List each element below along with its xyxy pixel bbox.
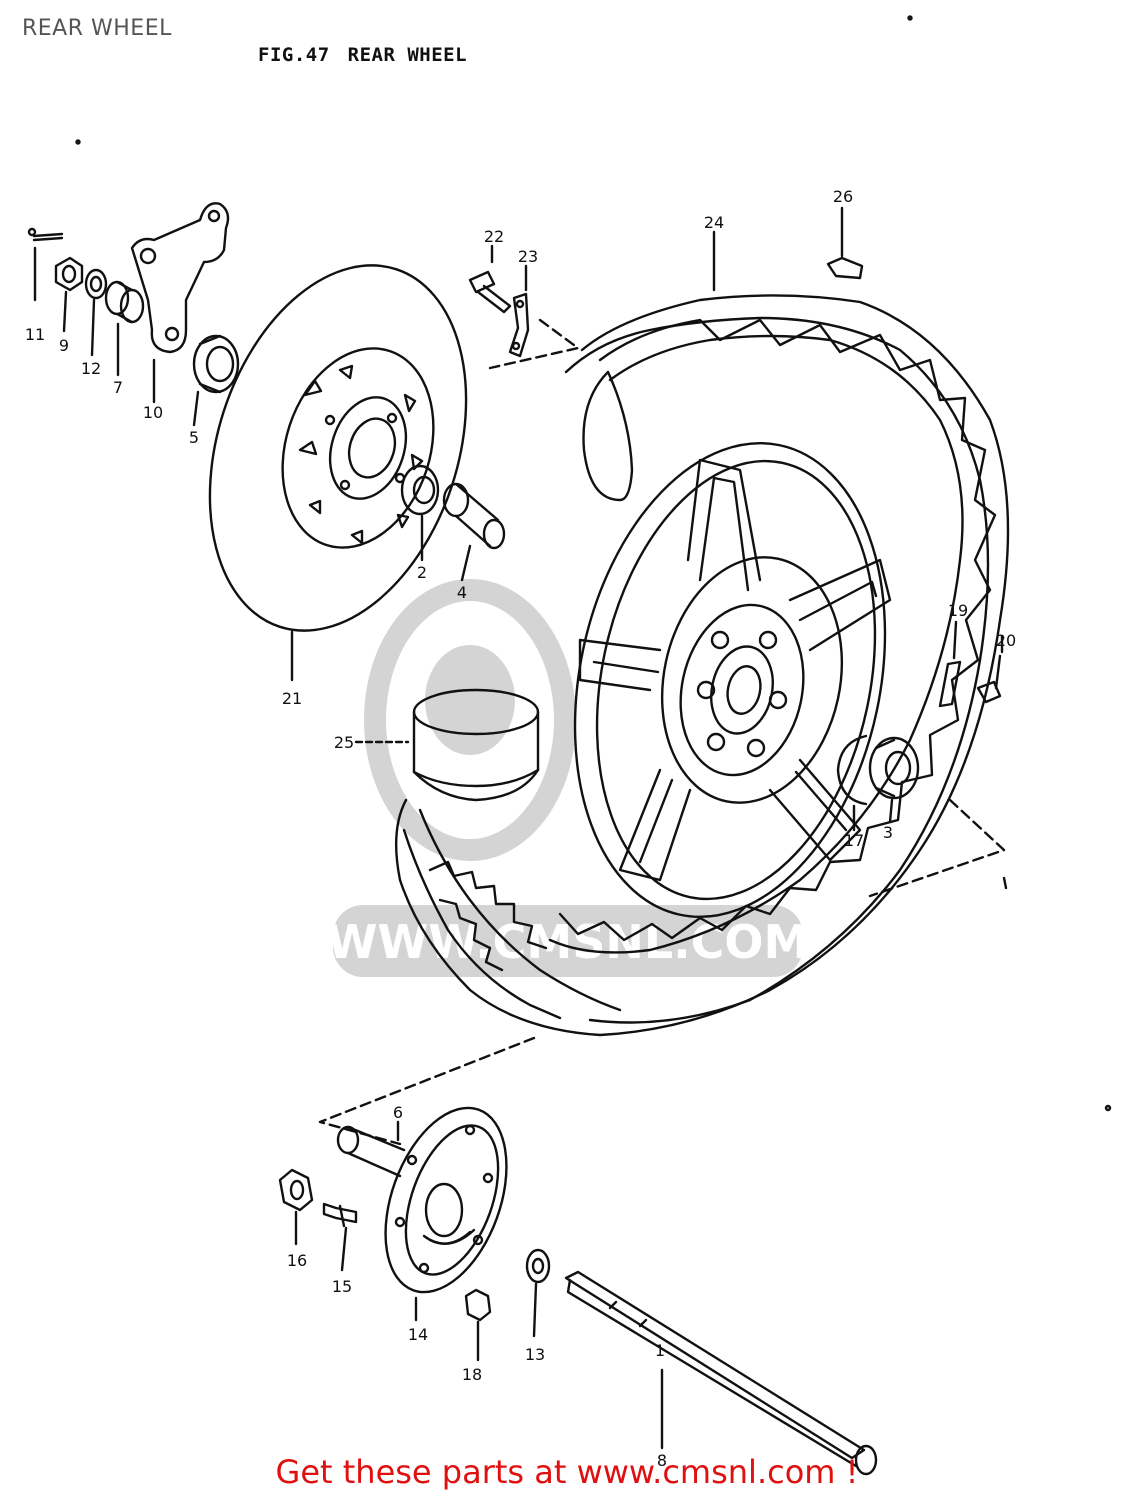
part-washer-13	[525, 1248, 551, 1338]
callout-18: 18	[462, 1365, 482, 1384]
callout-4: 4	[457, 583, 467, 602]
figure-title: FIG.47 REAR WHEEL	[258, 44, 467, 66]
callout-1: 1	[655, 1341, 665, 1360]
callout-10: 10	[143, 403, 163, 422]
part-sprocket-flange	[384, 1106, 508, 1322]
callout-11: 11	[25, 325, 45, 344]
part-brake-disc	[208, 264, 468, 682]
part-torque-link	[130, 202, 230, 404]
callout-3: 3	[883, 823, 893, 842]
callout-13: 13	[525, 1345, 545, 1364]
part-axle	[564, 1270, 878, 1476]
part-valve	[826, 206, 864, 280]
part-bearing-3	[868, 736, 920, 824]
watermark-banner	[333, 905, 803, 977]
figure-number: FIG.47	[258, 44, 330, 66]
callout-5: 5	[189, 428, 199, 447]
part-oil-seal	[400, 464, 440, 562]
callout-6: 6	[393, 1103, 403, 1122]
callout-14: 14	[408, 1325, 428, 1344]
part-stud-15	[322, 1202, 358, 1272]
callout-labels: 1 2 3 4 5 6 7 8 9 10 11 12 13 14 15 16 1…	[25, 187, 1016, 1470]
part-tire	[394, 230, 1010, 1037]
callout-19: 19	[948, 601, 968, 620]
part-castle-nut	[54, 256, 84, 333]
part-bearing-5	[192, 334, 240, 427]
callout-12: 12	[81, 359, 101, 378]
part-nut-18	[464, 1288, 492, 1362]
callout-22: 22	[484, 227, 504, 246]
page-title: REAR WHEEL	[22, 16, 172, 41]
callout-2: 2	[417, 563, 427, 582]
part-screw-20	[976, 634, 1004, 704]
callout-24: 24	[704, 213, 724, 232]
part-cushion	[354, 688, 540, 802]
callout-21: 21	[282, 689, 302, 708]
linework	[27, 15, 1112, 1476]
part-circlip	[836, 734, 868, 832]
callout-16: 16	[287, 1251, 307, 1270]
callout-25: 25	[334, 733, 354, 752]
leader-tick	[1002, 876, 1008, 890]
callout-7: 7	[113, 378, 123, 397]
leader-dashed-3	[868, 798, 1006, 898]
part-cotter-pin	[27, 227, 64, 302]
scan-specks	[75, 15, 1112, 1112]
callout-15: 15	[332, 1277, 352, 1296]
watermark-logo-inner	[425, 645, 515, 755]
part-bolt-22	[468, 244, 512, 314]
get-parts-link[interactable]: Get these parts at www.cmsnl.com !	[275, 1453, 859, 1491]
part-balance-weight	[938, 620, 962, 708]
callout-20: 20	[996, 631, 1016, 650]
part-lock-plate	[508, 264, 530, 358]
callout-8: 8	[657, 1451, 667, 1470]
part-wheel-rim	[573, 441, 892, 919]
part-washer-12	[84, 268, 108, 357]
leader-dashed-22	[488, 318, 580, 370]
callout-17: 17	[844, 831, 864, 850]
callout-23: 23	[518, 247, 538, 266]
part-spacer-7	[104, 280, 145, 377]
watermark-logo	[364, 579, 576, 861]
leader-dashed-hub	[318, 1036, 536, 1146]
callout-26: 26	[833, 187, 853, 206]
callout-9: 9	[59, 336, 69, 355]
part-spacer-4	[442, 482, 506, 582]
part-nut-16	[278, 1168, 314, 1246]
figure-caption: REAR WHEEL	[347, 44, 468, 66]
part-sprocket-shaft	[336, 1120, 406, 1178]
